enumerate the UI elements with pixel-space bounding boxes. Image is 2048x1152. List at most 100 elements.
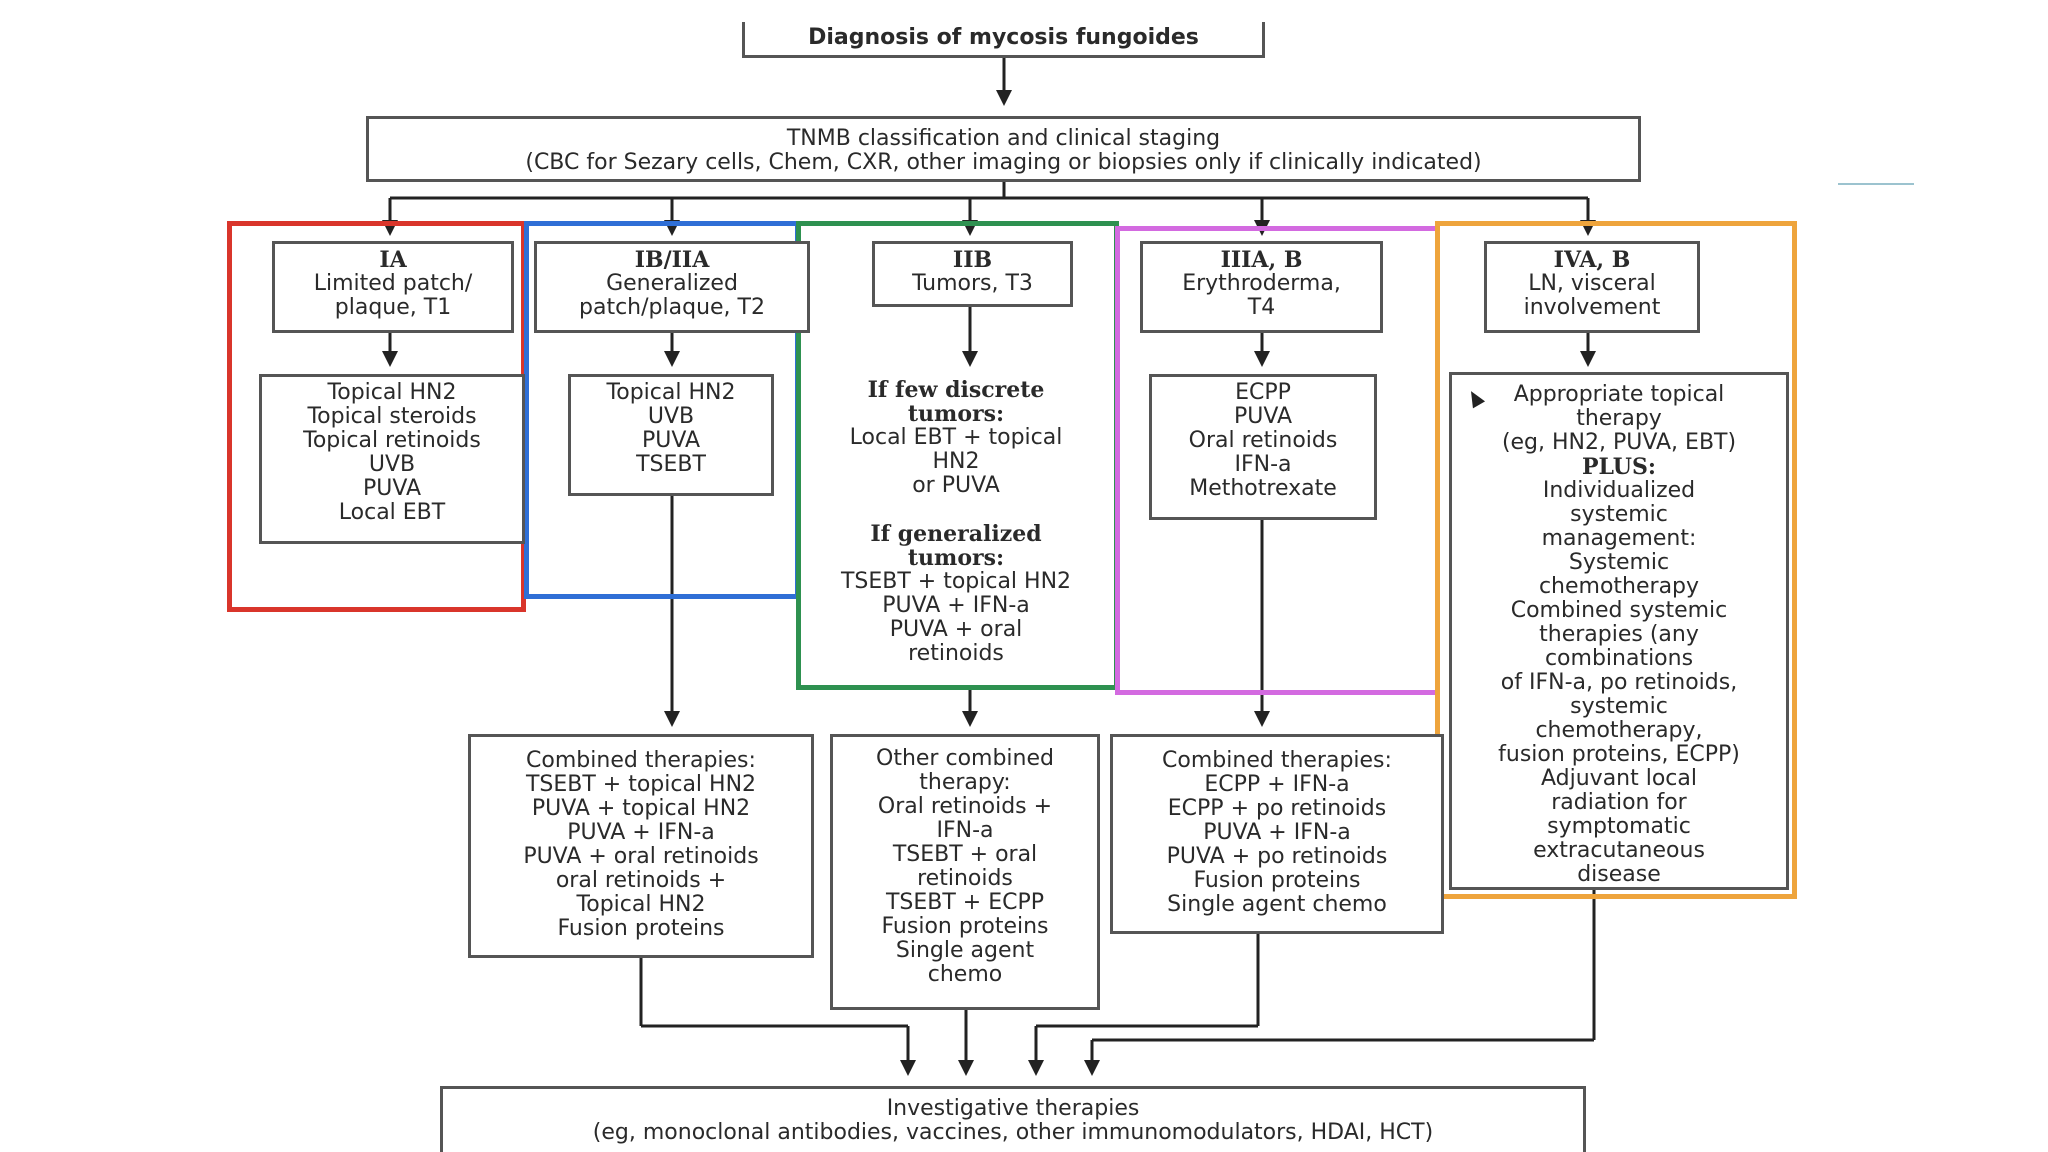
therapy-item: PUVA [362,476,422,501]
therapy-item: PUVA + oral [889,617,1023,642]
therapy-item: Systemic [1568,550,1670,575]
stage-desc: plaque, T1 [334,295,452,320]
stage-code: IA [379,247,407,273]
iii-therapy-box: ECPP PUVA Oral retinoids IFN-a Methotrex… [1149,374,1377,520]
therapy-item: Local EBT [338,500,446,525]
therapy-item: Individualized [1542,478,1696,503]
therapy-item: disease [1577,862,1661,887]
stage-ia-box: IA Limited patch/ plaque, T1 [272,241,514,333]
therapy-item: PUVA + IFN-a [882,593,1030,618]
diagnosis-box: Diagnosis of mycosis fungoides [742,22,1265,58]
staging-line1: TNMB classification and clinical staging [786,126,1221,151]
therapy-item: Methotrexate [1189,476,1337,501]
therapy-item: Appropriate topical [1513,382,1725,407]
combined-item: PUVA + po retinoids [1166,844,1388,869]
combined-item: Oral retinoids + [877,794,1053,819]
therapy-item: Topical retinoids [303,428,481,453]
therapy-item: Adjuvant local [1540,766,1697,791]
therapy-item: (eg, HN2, PUVA, EBT) [1501,430,1737,455]
therapy-item: PUVA [641,428,701,453]
combined-item: Fusion proteins [1193,868,1361,893]
combined-item: Topical HN2 [576,892,706,917]
staging-line2: (CBC for Sezary cells, Chem, CXR, other … [525,150,1482,175]
therapy-item: HN2 [932,449,980,474]
therapy-plus-label: PLUS: [1581,454,1656,480]
therapy-item: symptomatic [1547,814,1691,839]
therapy-heading: If few discrete [867,377,1045,403]
stage-desc: Erythroderma, [1182,271,1341,296]
therapy-heading: tumors: [907,545,1005,571]
stage-desc: involvement [1523,295,1661,320]
therapy-item: chemotherapy [1538,574,1700,599]
iib-to-combined-arrowhead [962,711,978,727]
ia-to-therapy-arrowhead [382,351,398,367]
combined-item: Single agent [895,938,1035,963]
iv-to-therapy-arrowhead [1580,351,1596,367]
stage-code: IB/IIA [634,247,710,273]
combined-item: TSEBT + ECPP [885,890,1045,915]
combined-item: Combined therapies: [526,748,756,773]
decorative-line [1838,183,1914,185]
investigative-line1: Investigative therapies [886,1096,1140,1121]
therapy-item: ECPP [1235,380,1291,405]
ib-to-investigative-arrowhead [900,1060,916,1076]
therapy-item: combinations [1544,646,1694,671]
stage-desc: Limited patch/ [313,271,473,296]
title-to-staging-arrowhead [996,90,1012,106]
stage-desc: Tumors, T3 [912,271,1033,296]
stage-iib-box: IIB Tumors, T3 [872,241,1073,307]
therapy-item: PUVA [1233,404,1293,429]
combined-item: PUVA + topical HN2 [531,796,751,821]
iib-to-investigative-arrowhead [958,1060,974,1076]
combined-item: chemo [927,962,1003,987]
therapy-item: TSEBT + topical HN2 [840,569,1072,594]
iib-therapy-box: If few discrete tumors: Local EBT + topi… [800,374,1112,686]
stage-desc: T4 [1247,295,1276,320]
stage-desc: Generalized [606,271,738,296]
therapy-item: radiation for [1551,790,1687,815]
therapy-item: UVB [368,452,416,477]
stage-desc: LN, visceral [1528,271,1656,296]
therapy-item: systemic [1570,694,1668,719]
therapy-item: Local EBT + topical [849,425,1063,450]
combined-item: IFN-a [936,818,994,843]
stage-code: IIB [952,247,993,273]
combined-item: Fusion proteins [881,914,1049,939]
therapy-item: extracutaneous [1533,838,1705,863]
investigative-line2: (eg, monoclonal antibodies, vaccines, ot… [592,1120,1434,1145]
stage-code: IIIA, B [1220,247,1303,273]
ib-therapy-box: Topical HN2 UVB PUVA TSEBT [568,374,774,496]
iv-to-investigative-arrowhead [1084,1060,1100,1076]
combined-item: ECPP + IFN-a [1204,772,1350,797]
combined-item: Single agent chemo [1167,892,1387,917]
ia-therapy-box: Topical HN2 Topical steroids Topical ret… [259,374,525,544]
therapy-item: fusion proteins, ECPP) [1498,742,1740,767]
therapy-item: chemotherapy, [1535,718,1703,743]
therapy-item: or PUVA [912,473,1000,498]
iib-combined-box: Other combined therapy: Oral retinoids +… [830,734,1100,1010]
therapy-item: UVB [647,404,695,429]
iii-to-investigative-arrowhead [1028,1060,1044,1076]
combined-item: oral retinoids + [555,868,727,893]
iii-combined-box: Combined therapies: ECPP + IFN-a ECPP + … [1110,734,1444,934]
therapy-heading: tumors: [907,401,1005,427]
ib-combined-box: Combined therapies: TSEBT + topical HN2 … [468,734,814,958]
iv-therapy-box: Appropriate topical therapy (eg, HN2, PU… [1449,372,1789,890]
therapy-item: Oral retinoids [1188,428,1338,453]
therapy-item: Topical HN2 [606,380,736,405]
iii-to-therapy-arrowhead [1254,351,1270,367]
therapy-item: Topical steroids [307,404,477,429]
therapy-item: IFN-a [1234,452,1292,477]
investigative-box: Investigative therapies (eg, monoclonal … [440,1086,1586,1152]
combined-item: TSEBT + topical HN2 [525,772,757,797]
stage-desc: patch/plaque, T2 [579,295,765,320]
combined-item: retinoids [917,866,1013,891]
staging-box: TNMB classification and clinical staging… [366,116,1641,182]
combined-item: TSEBT + oral [892,842,1038,867]
iib-to-therapy-arrowhead [962,351,978,367]
therapy-item: therapy [1576,406,1662,431]
therapy-item: Topical HN2 [327,380,457,405]
combined-item: PUVA + oral retinoids [523,844,759,869]
ib-to-therapy-arrowhead [664,351,680,367]
combined-item: therapy: [919,770,1011,795]
